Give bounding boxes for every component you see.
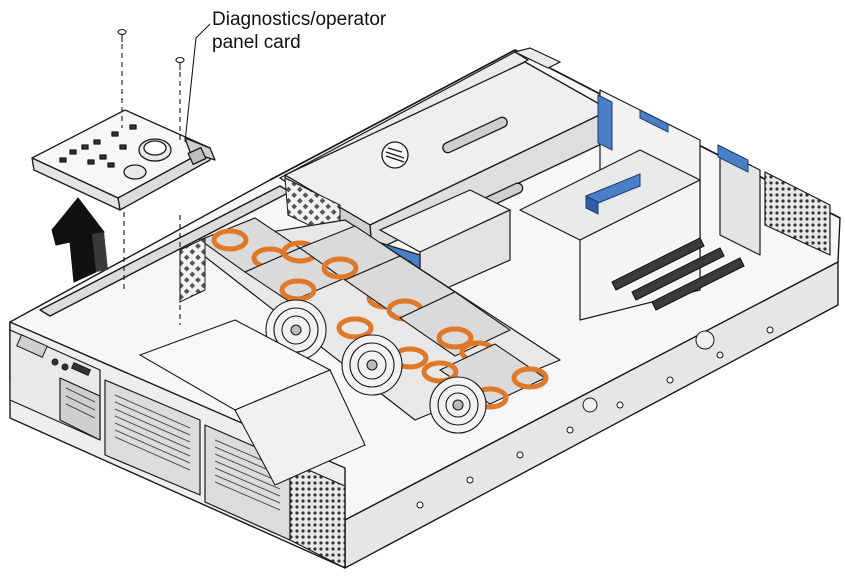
- diagnostics-operator-panel-card: [31, 109, 216, 211]
- fan-icon: [198, 217, 549, 434]
- lift-arrow-icon: [51, 197, 108, 283]
- callout-line-1: Diagnostics/operator: [212, 9, 387, 30]
- fan-cage-mesh: [179, 237, 206, 303]
- callout-line-2: panel card: [212, 32, 301, 53]
- drive-cage: [234, 369, 366, 486]
- callout-leader-line: [184, 23, 211, 143]
- chassis-holes: [416, 326, 774, 509]
- callout-label: Diagnostics/operator panel card: [212, 8, 386, 54]
- riser-latches: [585, 94, 749, 215]
- pci-riser-cage: [519, 89, 831, 321]
- front-panel-controls: [16, 334, 92, 377]
- screw-icon: [117, 28, 185, 70]
- alignment-guides: [121, 44, 181, 325]
